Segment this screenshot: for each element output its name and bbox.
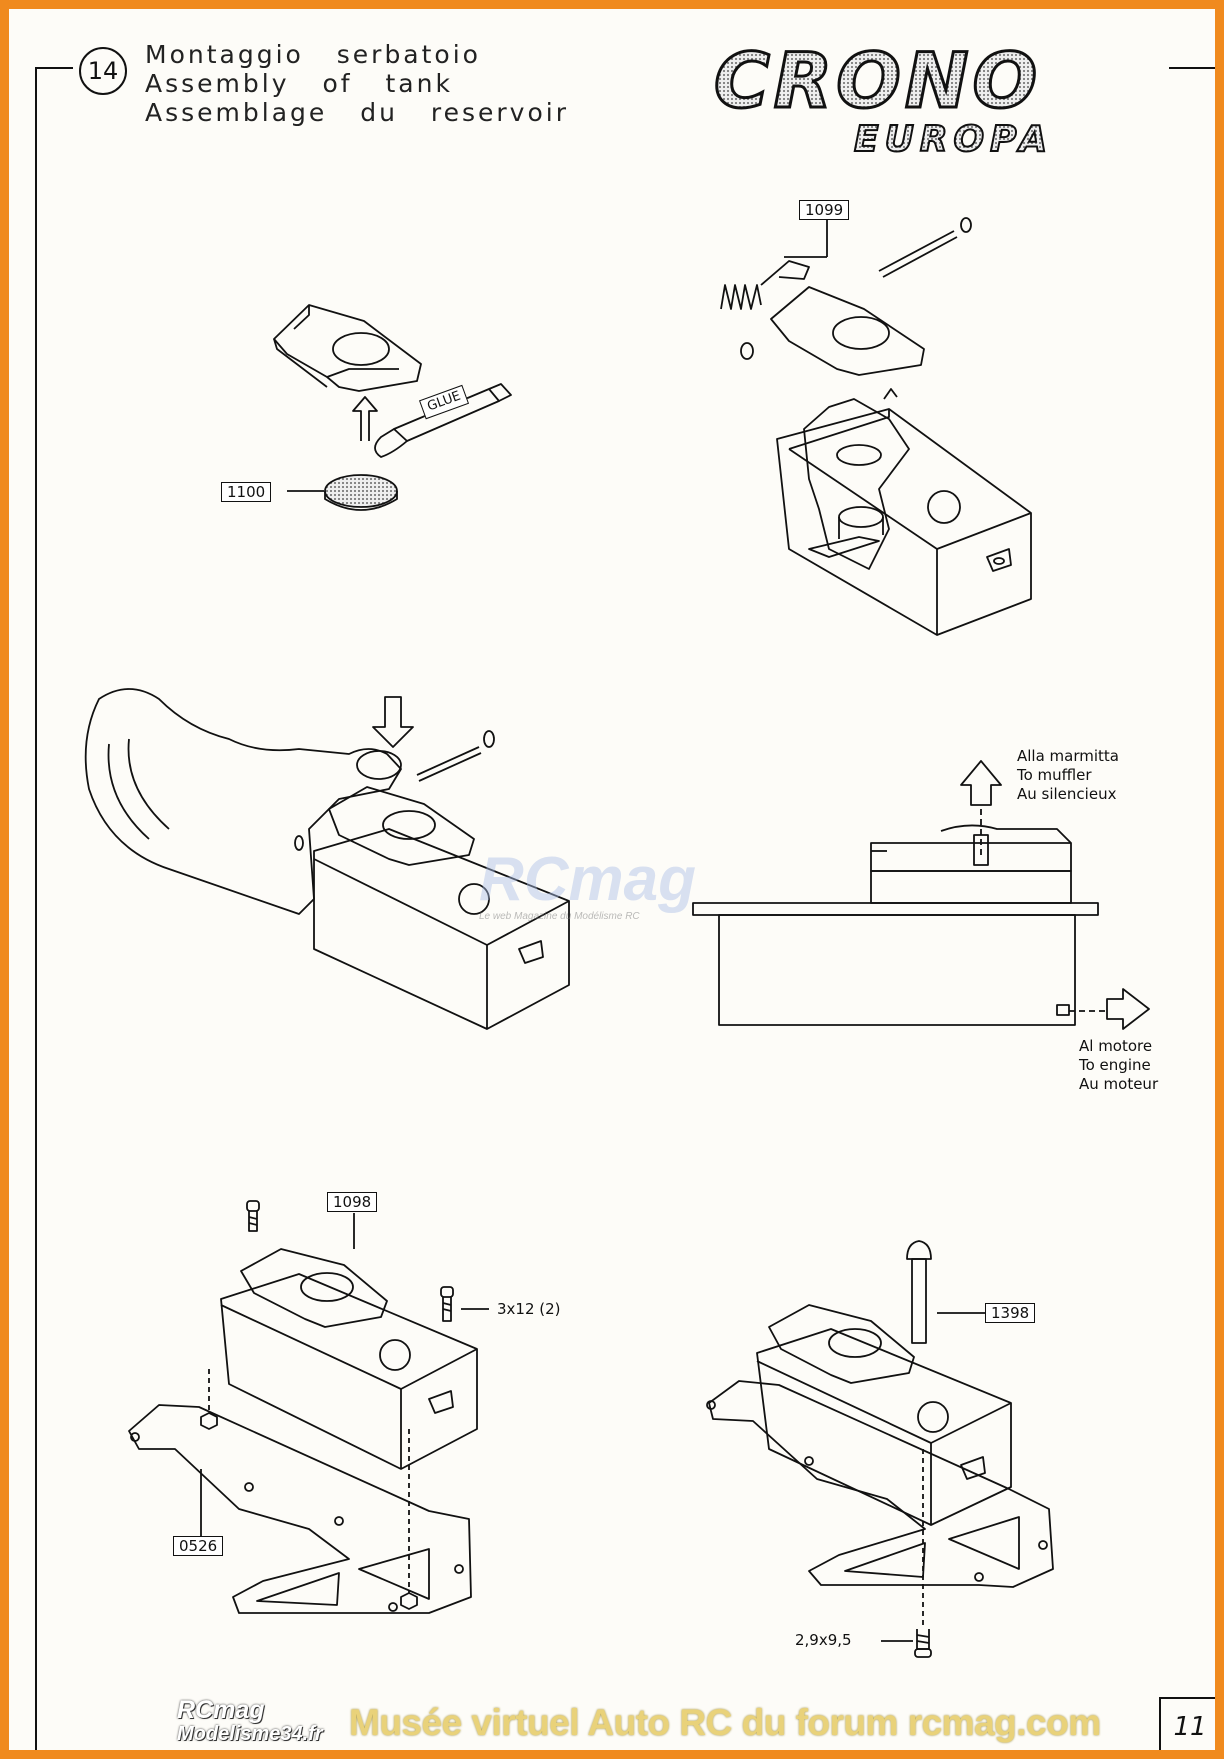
figure-glue-filter [273, 304, 512, 511]
note-muffler-fr: Au silencieux [1017, 785, 1117, 803]
figure-tank-assembled [706, 1240, 1054, 1658]
note-muffler-it: Alla marmitta [1017, 747, 1119, 765]
note-engine-en: To engine [1079, 1056, 1151, 1074]
page-frame [35, 67, 1215, 1750]
frame-line [1216, 67, 1218, 1757]
figure-tank-exploded [720, 217, 1032, 636]
step-number: 14 [79, 47, 127, 95]
illustrations [84, 217, 1150, 1658]
watermark-main: RCmag [479, 845, 697, 914]
footer-logo: RCmag Modelisme34.fr [177, 1697, 323, 1745]
title-french: Assemblage du reservoir [145, 98, 569, 127]
title-italian: Montaggio serbatoio [145, 40, 481, 69]
figure-tank-plate [128, 1200, 489, 1614]
part-label-1100: 1100 [221, 482, 272, 502]
footer-logo-line2: Modelisme34.fr [177, 1723, 323, 1745]
screw-spec-3x12: 3x12 (2) [497, 1300, 561, 1318]
crono-europa-logo: CRONO EUROPA [713, 35, 1053, 162]
logo-main-text: CRONO [714, 36, 1041, 125]
frame-line [1169, 67, 1215, 69]
part-label-0526: 0526 [173, 1536, 224, 1556]
note-muffler-en: To muffler [1017, 766, 1092, 784]
logo-sub-text: EUROPA [854, 119, 1053, 160]
title-english: Assembly of tank [145, 69, 453, 98]
watermark: RCmag Le web Magazine du Modélisme RC [479, 845, 697, 923]
figure-side-view [692, 760, 1150, 1030]
footer-banner: Musée virtuel Auto RC du forum rcmag.com [349, 1702, 1101, 1743]
page-number: 11 [1159, 1697, 1215, 1750]
note-engine-fr: Au moteur [1079, 1075, 1159, 1093]
note-engine-it: Al motore [1079, 1037, 1153, 1055]
watermark-sub: Le web Magazine du Modélisme RC [479, 911, 640, 922]
part-label-1099: 1099 [799, 200, 850, 220]
footer-logo-line1: RCmag [177, 1696, 265, 1724]
screw-spec-29x95: 2,9x9,5 [795, 1631, 852, 1649]
frame-line [35, 67, 73, 69]
part-label-1398: 1398 [985, 1303, 1036, 1323]
figure-hand-press [84, 688, 570, 1030]
part-label-1098: 1098 [327, 1192, 378, 1212]
